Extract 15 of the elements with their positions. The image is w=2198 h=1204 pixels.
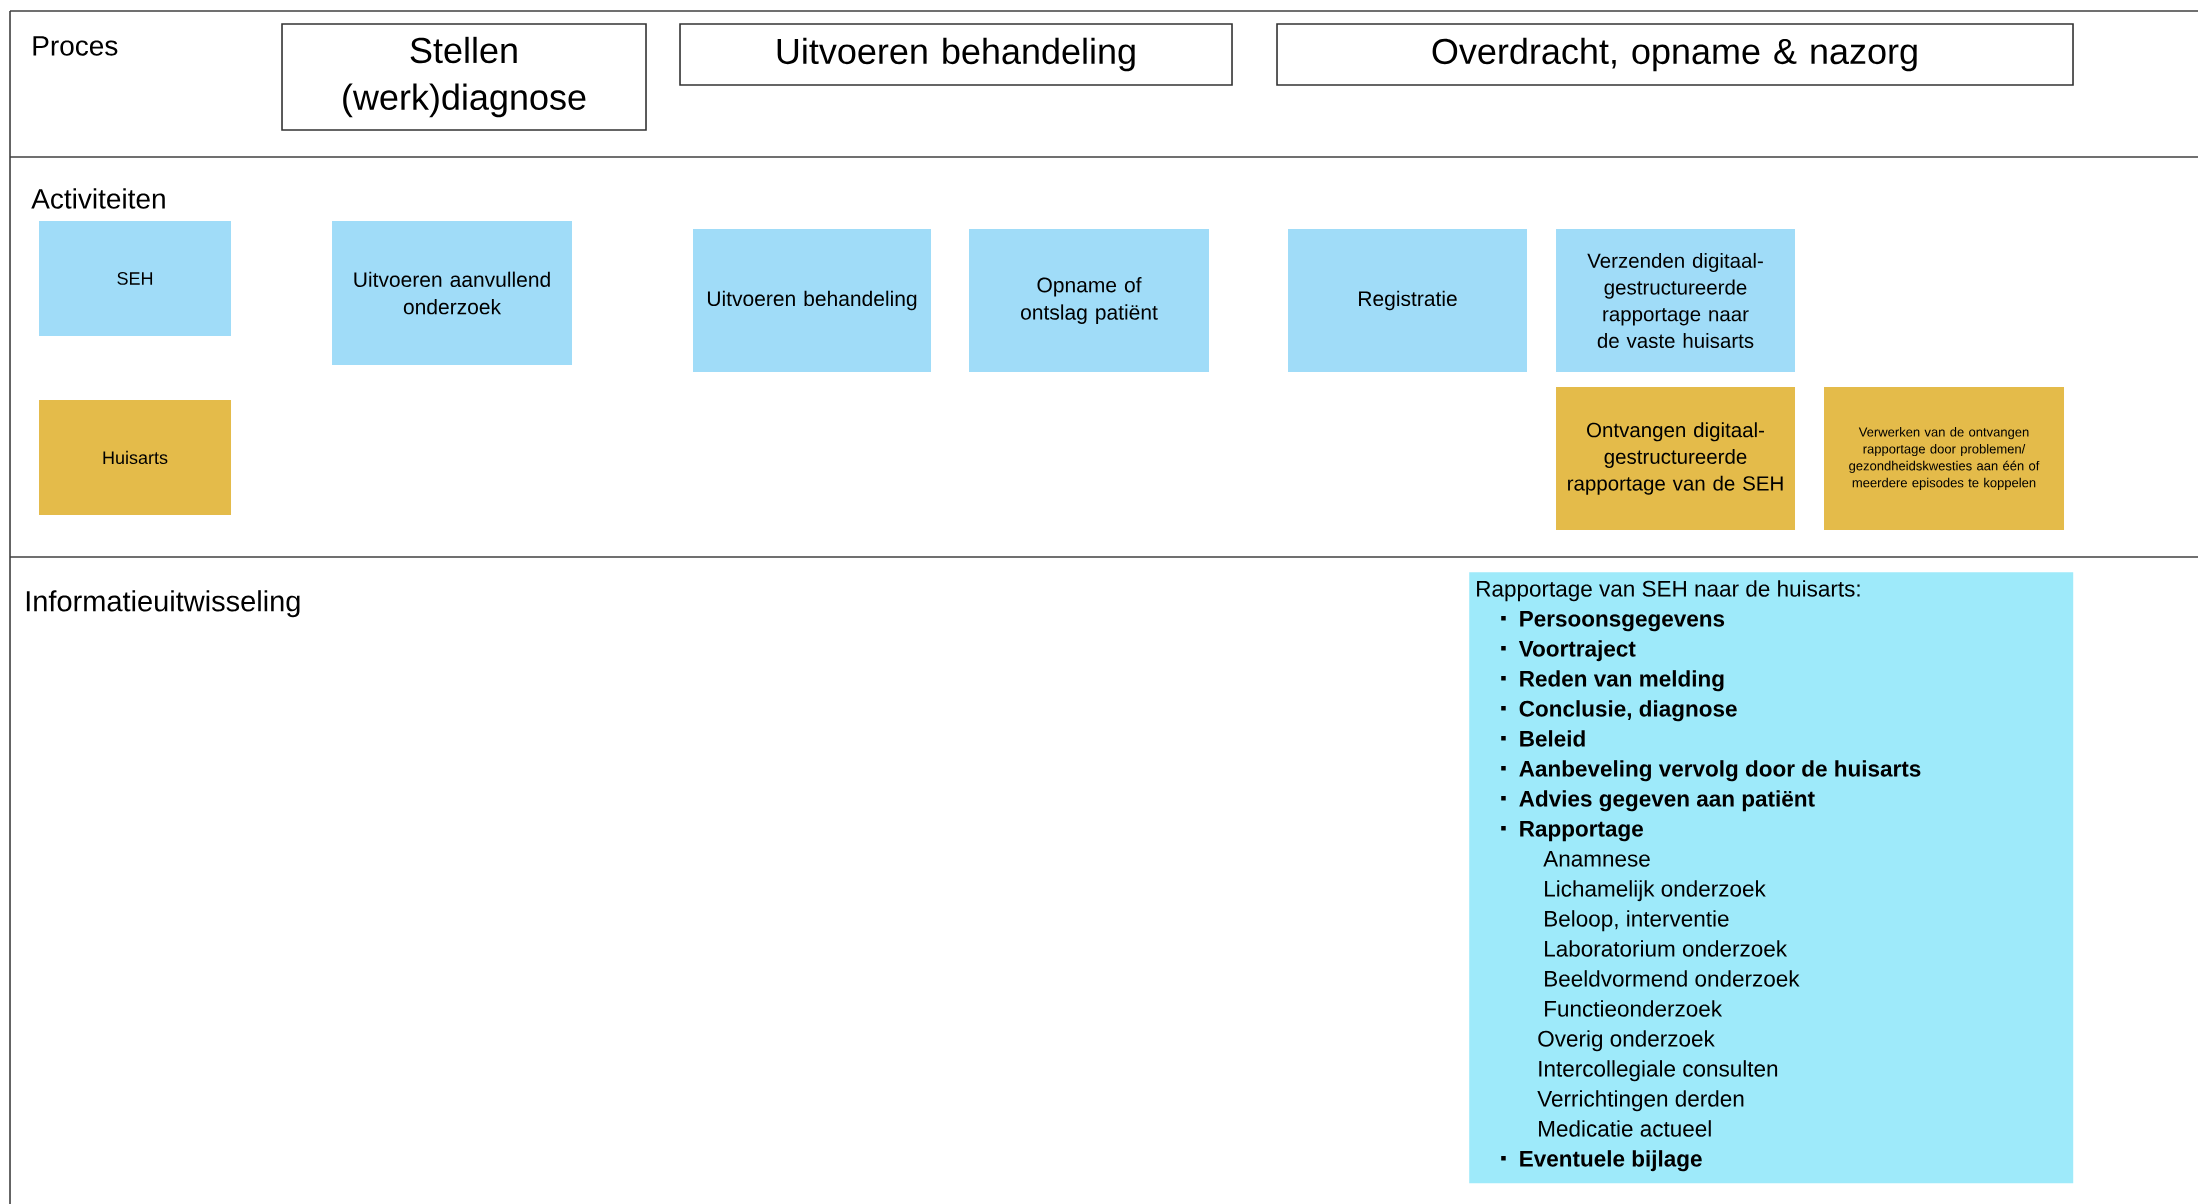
activity-box: Uitvoeren behandeling bbox=[693, 229, 931, 372]
activity-box: Registratie bbox=[1288, 229, 1527, 372]
activity-box: Ontvangen digitaal-gestructureerde rapportage van de SEH bbox=[1556, 387, 1795, 530]
process-box: Overdracht, opname & nazorg bbox=[1276, 23, 2074, 86]
activity-box: Verwerken van de ontvangen rapportage door problemen/ gezondheidskwesties aan één of meerdere episodes te koppelen bbox=[1824, 387, 2064, 530]
lane-label: Proces bbox=[33, 36, 118, 56]
activity-box: SEH bbox=[39, 221, 231, 336]
activity-box: Huisarts bbox=[39, 400, 231, 515]
lane-label: Informatieuitwisseling bbox=[26, 590, 300, 618]
process-box: Uitvoeren behandeling bbox=[679, 23, 1233, 86]
activity-box: Uitvoeren aanvullend onderzoek bbox=[332, 221, 572, 365]
information-box: Rapportage van SEH naar de huisarts: Persoonsgegevens Voortraject Reden van melding Conclusie, diagnose Beleid Aanbeveling vervolg door de huisarts Advies gegeven aan patiënt Rapportage Anamnese Lichamelijk onderzoek Beloop, interventie Laboratorium onderzoek Beeldvormend onderzoek Functieonderzoek Overig onderzoek Intercollegiale consulten Verrichtingen derden Medicatie actueel Eventuele bijlage bbox=[1469, 572, 2074, 1184]
process-box: Stellen (werk)diagnose bbox=[281, 23, 647, 131]
activity-box: Verzenden digitaal-gestructureerde rapportage naar de vaste huisarts bbox=[1556, 229, 1795, 372]
activity-box: Opname of ontslag patiënt bbox=[969, 229, 1209, 372]
